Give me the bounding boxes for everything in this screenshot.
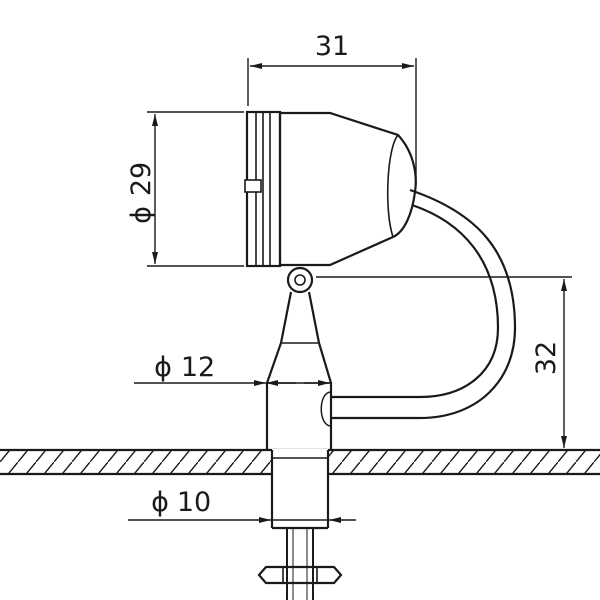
lamp-head [244,110,417,268]
dimension-width-label: 31 [315,31,349,62]
dimension-stem-diameter: ϕ 12 [134,352,330,386]
dimension-shaft-diameter: ϕ 10 [128,487,356,523]
stem [265,291,333,450]
fixing-nut [257,565,343,585]
dimension-height-label: 32 [531,341,562,375]
dimension-shaft-diameter-symbol: ϕ [151,487,169,518]
dimension-stem-diameter-label: 12 [181,352,215,383]
dimension-stem-diameter-symbol: ϕ [154,352,172,383]
dimension-height: 32 [316,276,572,448]
dimension-width: 31 [247,31,417,185]
mounting-surface [0,448,600,476]
dimension-head-diameter-label: 29 [126,162,157,196]
dimension-head-diameter: ϕ 29 [126,111,244,267]
mounting-shaft [270,450,330,600]
dimension-shaft-diameter-label: 10 [177,487,211,518]
swivel-joint [286,266,314,294]
cable-loop [330,188,517,420]
dimension-head-diameter-symbol: ϕ [126,206,157,224]
